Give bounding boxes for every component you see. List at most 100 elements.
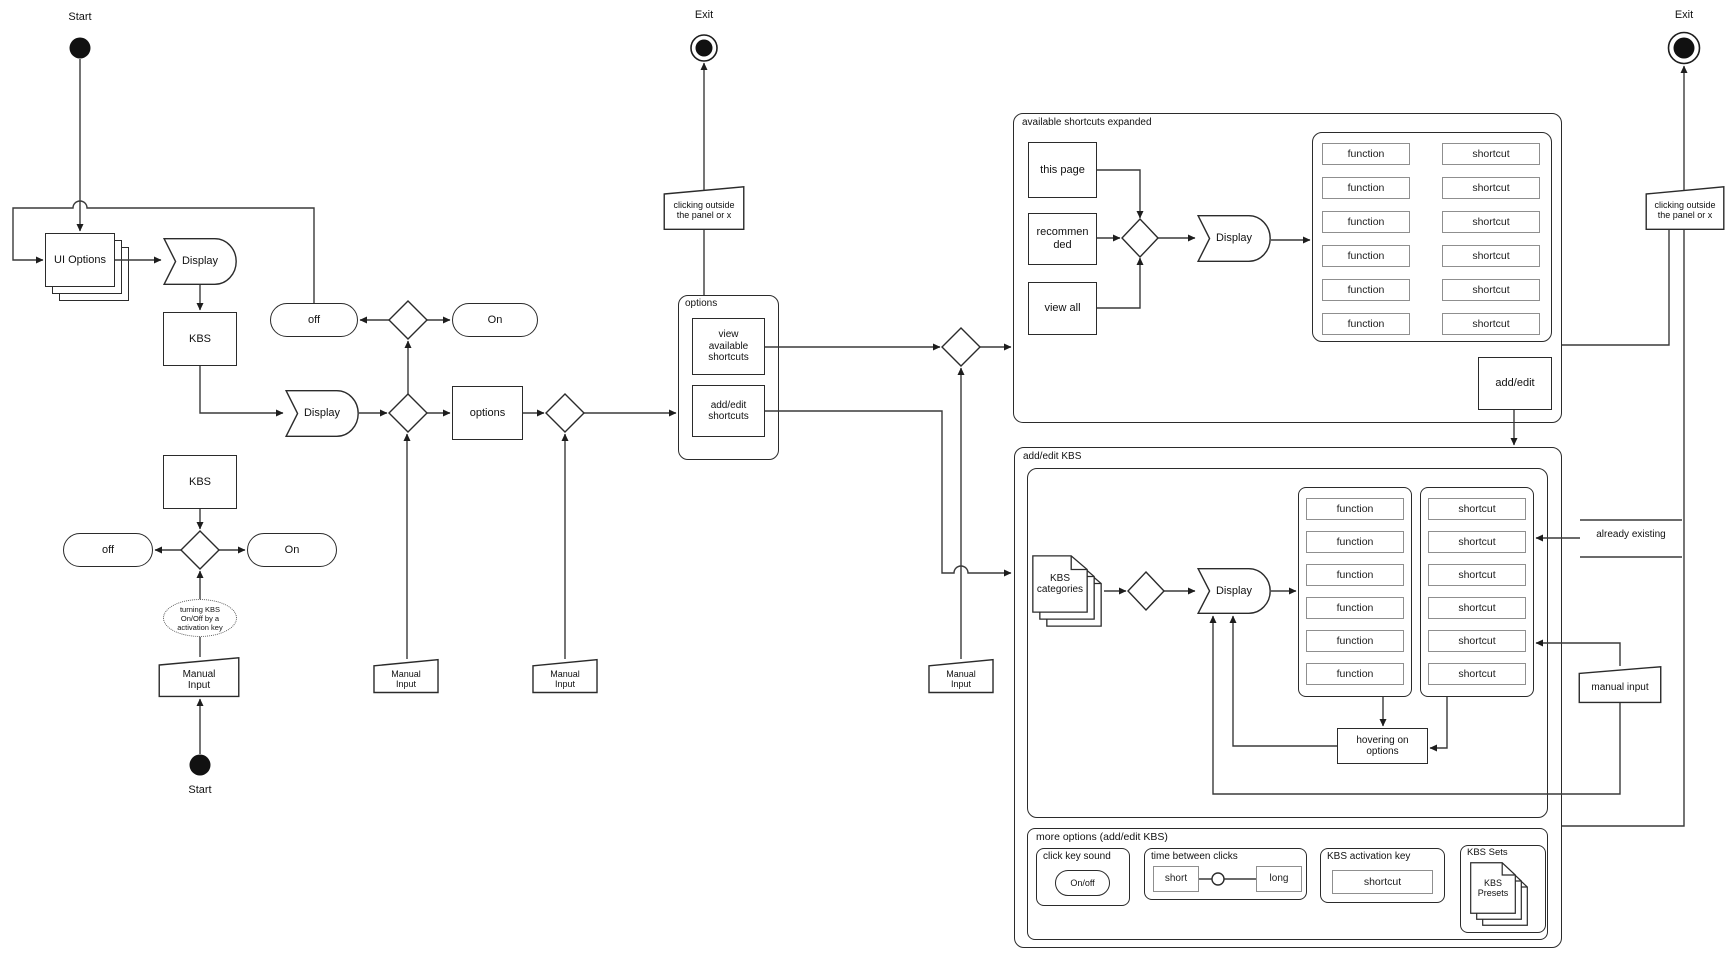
shortcut-cell: shortcut (1428, 498, 1526, 520)
shortcut-cell: shortcut (1428, 630, 1526, 652)
shortcut-cell: shortcut (1428, 531, 1526, 553)
click-outside-note-1: clicking outside the panel or x (663, 185, 745, 230)
shortcut-cell: shortcut (1442, 245, 1540, 267)
edge-addeditshortcuts-to-panel2 (765, 410, 1012, 577)
manual-input-3: Manual Input (532, 659, 598, 693)
decision-diamond-left (180, 530, 220, 570)
time-between-clicks-group: time between clicks (1144, 848, 1307, 900)
display-label: Display (1215, 584, 1253, 597)
function-cell: function (1306, 531, 1404, 553)
edge-panel2-to-clickoutside2 (1562, 230, 1685, 827)
more-options-label: more options (add/edit KBS) (1036, 831, 1168, 843)
options-node: options (452, 386, 523, 440)
kbs-activation-key-group: KBS activation key (1320, 848, 1445, 903)
display-signal-3: Display (1197, 215, 1271, 262)
view-available-shortcuts-node: view available shortcuts (692, 318, 765, 375)
on-state-2: On (247, 533, 337, 567)
kbs-presets-node: KBS Presets (1470, 862, 1516, 914)
edge-kbs1-to-display2 (199, 366, 284, 417)
function-cell: function (1306, 663, 1404, 685)
function-cell: function (1306, 597, 1404, 619)
add-edit-shortcuts-node: add/edit shortcuts (692, 385, 765, 437)
edge-panel1-to-clickoutside2 (1562, 230, 1670, 346)
decision-diamond-4 (941, 327, 981, 367)
off-state-1: off (270, 303, 358, 337)
start-node-bottom (189, 754, 211, 776)
this-page-node: this page (1028, 142, 1097, 198)
display-label: Display (1215, 232, 1253, 245)
display-label: Display (181, 255, 219, 268)
more-options-group: more options (add/edit KBS) (1027, 828, 1548, 940)
manual-input-1: Manual Input (158, 657, 240, 697)
decision-diamond-1 (388, 300, 428, 340)
off-state-2: off (63, 533, 153, 567)
add-edit-node: add/edit (1478, 357, 1552, 410)
function-cell: function (1306, 498, 1404, 520)
shortcut-cell: shortcut (1442, 177, 1540, 199)
display-signal-1: Display (163, 238, 237, 285)
exit-node-middle-core (695, 39, 713, 57)
ui-options-node: UI Options (45, 233, 129, 301)
available-shortcuts-panel-label: available shortcuts expanded (1022, 117, 1152, 128)
shortcut-cell: shortcut (1428, 597, 1526, 619)
ui-options-front: UI Options (45, 233, 115, 287)
function-cell: function (1322, 245, 1410, 267)
click-outside-label: clicking outside the panel or x (1654, 199, 1716, 220)
manual-input-label: Manual Input (391, 668, 421, 689)
shortcut-cell: shortcut (1442, 143, 1540, 165)
shortcut-cell: shortcut (1428, 564, 1526, 586)
kbs-categories-label: KBS categories (1036, 572, 1084, 596)
display-signal-4: Display (1197, 568, 1271, 614)
kbs-node-2: KBS (163, 455, 237, 509)
start-top-label: Start (68, 11, 92, 23)
function-cell: function (1306, 630, 1404, 652)
exit-middle-label: Exit (694, 9, 714, 21)
function-cell: function (1322, 143, 1410, 165)
time-between-clicks-label: time between clicks (1151, 851, 1238, 862)
kbs-activation-key-label: KBS activation key (1327, 851, 1411, 862)
options-group-label: options (685, 298, 718, 309)
click-key-sound-group: click key sound (1036, 848, 1130, 906)
start-node-top (69, 37, 91, 59)
kbs-presets-front: KBS Presets (1470, 862, 1516, 914)
exit-node-right-core (1673, 37, 1695, 59)
manual-input-right: manual input (1578, 666, 1662, 703)
recommended-node: recommen ded (1028, 213, 1097, 265)
manual-input-label: Manual Input (182, 668, 216, 692)
addedit-kbs-panel-label: add/edit KBS (1023, 451, 1082, 462)
exit-node-right-ring (1667, 31, 1701, 65)
long-option: long (1256, 866, 1302, 892)
manual-input-label: Manual Input (946, 668, 976, 689)
hovering-on-options-node: hovering on options (1337, 728, 1428, 764)
click-outside-note-2: clicking outside the panel or x (1645, 185, 1725, 230)
kbs-categories-front: KBS categories (1032, 555, 1088, 613)
available-shortcuts-panel: available shortcuts expanded (1013, 113, 1562, 423)
shortcut-cell: shortcut (1428, 663, 1526, 685)
manual-input-label: Manual Input (550, 668, 580, 689)
display-label: Display (303, 407, 341, 420)
click-key-sound-label: click key sound (1043, 851, 1111, 862)
function-cell: function (1322, 211, 1410, 233)
kbs-categories-node: KBS categories (1032, 555, 1088, 613)
click-outside-label: clicking outside the panel or x (673, 199, 735, 220)
shortcut-cell: shortcut (1442, 313, 1540, 335)
view-all-node: view all (1028, 282, 1097, 335)
exit-node-middle-ring (690, 34, 718, 62)
on-off-toggle: On/off (1055, 870, 1110, 896)
manual-input-label: manual input (1591, 681, 1649, 693)
kbs-presets-label: KBS Presets (1477, 877, 1509, 898)
function-cell: function (1306, 564, 1404, 586)
already-existing-label: already existing (1596, 529, 1666, 540)
decision-diamond-3 (545, 393, 585, 433)
manual-input-2: Manual Input (373, 659, 439, 693)
function-cell: function (1322, 177, 1410, 199)
exit-right-label: Exit (1674, 9, 1694, 21)
shortcut-cell: shortcut (1442, 211, 1540, 233)
display-signal-2: Display (285, 390, 359, 437)
kbs-sets-label: KBS Sets (1467, 847, 1508, 858)
activation-shortcut-field: shortcut (1332, 870, 1433, 894)
on-state-1: On (452, 303, 538, 337)
kbs-node-1: KBS (163, 312, 237, 366)
function-shortcut-table-1 (1312, 132, 1552, 342)
